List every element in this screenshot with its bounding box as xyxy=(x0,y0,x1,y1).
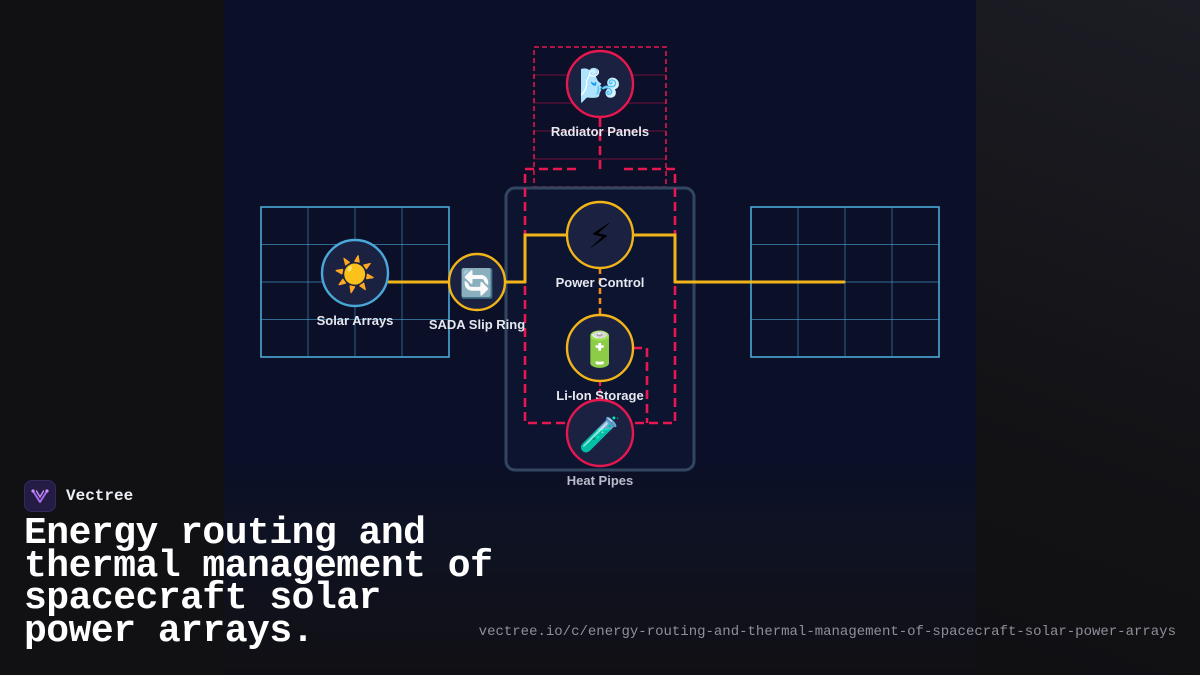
node-li-ion-storage[interactable]: 🔋 Li-Ion Storage xyxy=(556,313,644,403)
node-power-control[interactable]: ⚡ Power Control xyxy=(556,200,645,290)
node-heat-pipes[interactable]: 🧪 Heat Pipes xyxy=(565,398,635,488)
test-tube-icon: 🧪 xyxy=(579,415,621,455)
node-sada-slip-ring[interactable]: 🔄 SADA Slip Ring xyxy=(429,252,525,332)
brand-name: Vectree xyxy=(66,487,134,505)
lightning-icon: ⚡ xyxy=(588,217,612,257)
node-label-heatpipes: Heat Pipes xyxy=(567,473,633,488)
sun-icon: ☀️ xyxy=(334,254,376,295)
node-label-power: Power Control xyxy=(556,275,645,290)
wind-icon: 🌬️ xyxy=(579,66,621,106)
node-label-sada: SADA Slip Ring xyxy=(429,317,525,332)
page-title: Energy routing and thermal management of… xyxy=(24,512,493,653)
diagram-canvas: 🌬️ Radiator Panels ☀️ Solar Arrays 🔄 SAD… xyxy=(224,0,976,675)
node-label-solar: Solar Arrays xyxy=(317,313,394,328)
vectree-logo-icon xyxy=(24,480,56,512)
node-label-battery: Li-Ion Storage xyxy=(556,388,643,403)
node-label-radiator: Radiator Panels xyxy=(551,124,649,139)
brand[interactable]: Vectree xyxy=(24,479,133,513)
power-lines xyxy=(387,233,846,284)
node-solar-arrays[interactable]: ☀️ Solar Arrays xyxy=(317,238,394,328)
left-background-panel xyxy=(0,0,224,675)
rotate-arrows-icon: 🔄 xyxy=(460,267,495,300)
logo-mark xyxy=(31,489,49,503)
source-url[interactable]: vectree.io/c/energy-routing-and-thermal-… xyxy=(478,624,1176,640)
thermal-loop xyxy=(523,118,677,425)
battery-icon: 🔋 xyxy=(579,330,621,370)
right-background-panel xyxy=(976,0,1200,675)
node-radiator-panels[interactable]: 🌬️ Radiator Panels xyxy=(551,49,649,139)
diagram-svg: 🌬️ Radiator Panels ☀️ Solar Arrays 🔄 SAD… xyxy=(260,46,940,488)
